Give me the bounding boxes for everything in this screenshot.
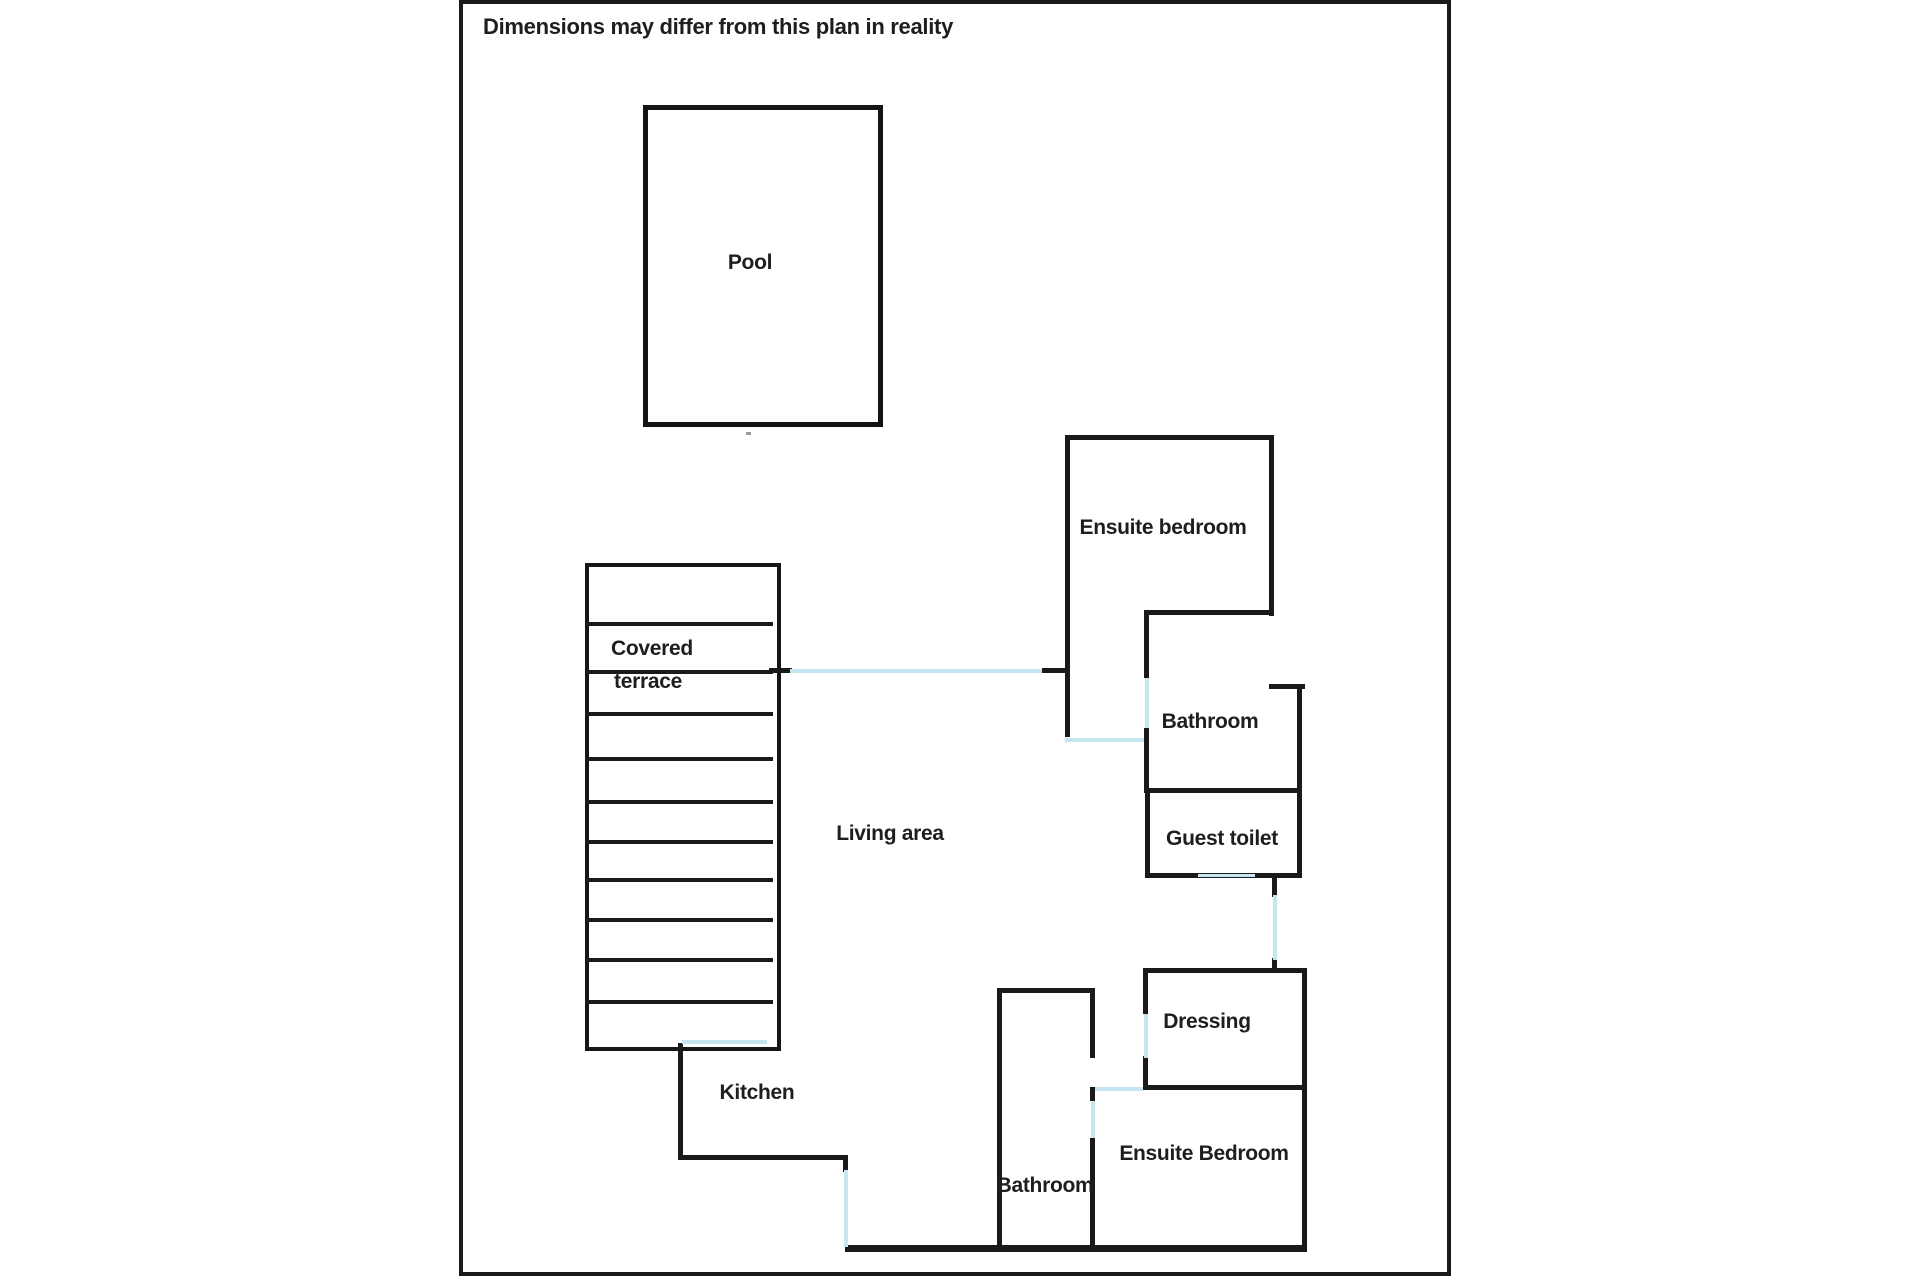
disclaimer-text: Dimensions may differ from this plan in … bbox=[483, 14, 954, 39]
dressing-bottom-opening bbox=[1095, 1087, 1143, 1091]
ensuite-right-wall bbox=[1269, 435, 1274, 616]
bathroom2-right-wall-upper bbox=[1090, 988, 1095, 1058]
bathroom2-left-wall bbox=[997, 988, 1002, 1252]
terrace-slat-line bbox=[585, 670, 773, 674]
floorplan-canvas: Dimensions may differ from this plan in … bbox=[459, 0, 1451, 1276]
living-terrace-opening bbox=[790, 669, 1042, 673]
guest-toilet-left-wall bbox=[1145, 788, 1150, 878]
bathroom-step-horizontal bbox=[1269, 684, 1305, 689]
dressing-top-wall bbox=[1143, 968, 1307, 973]
kitchen-opening bbox=[844, 1170, 848, 1247]
room-label-ensuite-bedroom-bottom: Ensuite Bedroom bbox=[1119, 1142, 1289, 1165]
terrace-slat-line bbox=[585, 878, 773, 882]
dressing-left-wall-lower bbox=[1143, 1056, 1148, 1090]
terrace-slat-line bbox=[585, 800, 773, 804]
bathroom-left-wall-upper bbox=[1144, 610, 1149, 678]
right-outer-wall-lower bbox=[1302, 968, 1307, 1252]
guest-toilet-door bbox=[1198, 874, 1255, 877]
bathroom2-door bbox=[1091, 1101, 1095, 1138]
terrace-slat-line bbox=[585, 1000, 773, 1004]
dressing-door bbox=[1144, 1014, 1148, 1058]
living-door-stub bbox=[1042, 668, 1067, 673]
terrace-door-stub bbox=[769, 668, 792, 673]
terrace-window bbox=[682, 1040, 767, 1044]
terrace-slat-line bbox=[585, 958, 773, 962]
connector-opening bbox=[1273, 895, 1277, 960]
dressing-left-wall-upper bbox=[1143, 968, 1148, 1014]
kitchen-left-wall bbox=[678, 1043, 683, 1160]
bathroom-left-door bbox=[1145, 678, 1149, 728]
bottom-main-wall bbox=[845, 1245, 1307, 1252]
dressing-bottom-wall bbox=[1143, 1085, 1307, 1090]
connector-stub-bottom bbox=[1272, 958, 1277, 972]
connector-stub-top bbox=[1272, 878, 1277, 897]
room-label-dressing: Dressing bbox=[1163, 1010, 1251, 1033]
room-label-pool: Pool bbox=[727, 251, 773, 274]
terrace-slat-line bbox=[585, 622, 773, 626]
terrace-slat-line bbox=[585, 757, 773, 761]
stray-mark bbox=[746, 432, 751, 435]
kitchen-door-stub bbox=[843, 1155, 848, 1172]
room-label-kitchen: Kitchen bbox=[719, 1081, 795, 1104]
guest-toilet-right-wall bbox=[1297, 788, 1302, 878]
bathroom2-right-wall-lower bbox=[1090, 1138, 1095, 1250]
ensuite-left-wall bbox=[1065, 435, 1070, 737]
bathroom2-top-wall bbox=[997, 988, 1095, 993]
bathroom-step-vertical bbox=[1297, 684, 1302, 793]
bathroom-bottom-wall bbox=[1145, 788, 1302, 793]
room-label-covered-terrace-line1: Covered bbox=[611, 637, 693, 660]
room-label-ensuite-bedroom-top: Ensuite bedroom bbox=[1079, 516, 1247, 539]
room-label-living-area: Living area bbox=[836, 822, 944, 845]
ensuite-bottom-opening bbox=[1065, 738, 1144, 742]
pool-outline bbox=[643, 105, 883, 427]
bathroom-left-wall-lower bbox=[1144, 728, 1149, 793]
terrace-slat-line bbox=[585, 712, 773, 716]
terrace-slat-line bbox=[585, 840, 773, 844]
ensuite-top-wall bbox=[1065, 435, 1274, 440]
room-label-bathroom-bottom: Bathroom bbox=[996, 1174, 1094, 1197]
kitchen-bottom-wall bbox=[678, 1155, 848, 1160]
terrace-outline bbox=[585, 563, 781, 1051]
bathroom-top-wall bbox=[1145, 610, 1274, 615]
bathroom2-right-stub bbox=[1090, 1087, 1095, 1101]
room-label-guest-toilet: Guest toilet bbox=[1166, 827, 1278, 850]
room-label-covered-terrace-line2: terrace bbox=[614, 670, 682, 693]
room-label-bathroom-top: Bathroom bbox=[1161, 710, 1259, 733]
terrace-slat-line bbox=[585, 918, 773, 922]
